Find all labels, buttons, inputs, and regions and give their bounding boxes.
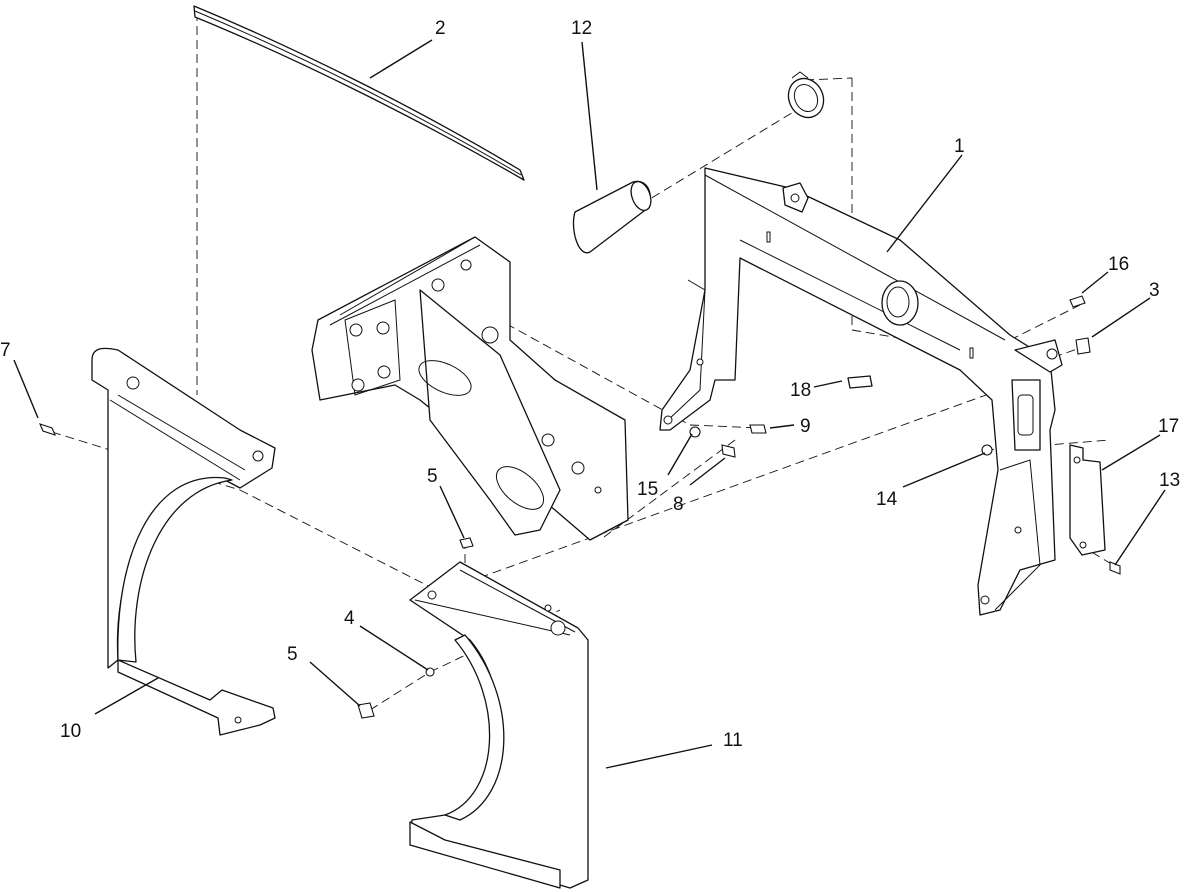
callout-4: 4 [344, 608, 355, 629]
callout-5-upper: 5 [427, 466, 438, 487]
callout-18: 18 [790, 380, 811, 401]
leader-lines [13, 39, 1166, 769]
bracket-part [1069, 444, 1106, 556]
tube-part [572, 180, 652, 254]
callout-14: 14 [876, 489, 898, 510]
callout-3: 3 [1149, 280, 1160, 301]
hose-clamp-part [787, 71, 825, 119]
fasteners [39, 295, 1121, 719]
decal-part [847, 375, 873, 389]
callout-2: 2 [435, 18, 446, 39]
callout-5-lower: 5 [287, 644, 298, 665]
callout-12: 12 [571, 18, 592, 39]
callout-9: 9 [800, 416, 811, 437]
main-frame-part [659, 167, 1063, 616]
callout-15: 15 [637, 479, 658, 500]
callout-1: 1 [954, 136, 965, 157]
center-plate-part [311, 236, 629, 541]
seal-strip-part [193, 5, 525, 181]
callout-10: 10 [60, 721, 81, 742]
callout-labels: 1 2 3 4 5 5 7 8 9 10 11 12 13 14 15 16 1… [0, 18, 1180, 751]
callout-7: 7 [0, 340, 11, 361]
right-shroud-part [409, 561, 589, 889]
callout-11: 11 [723, 730, 743, 751]
callout-16: 16 [1108, 254, 1129, 275]
callout-13: 13 [1159, 470, 1180, 491]
left-shroud-part [91, 347, 276, 736]
callout-8: 8 [673, 494, 684, 515]
callout-17: 17 [1158, 416, 1179, 437]
